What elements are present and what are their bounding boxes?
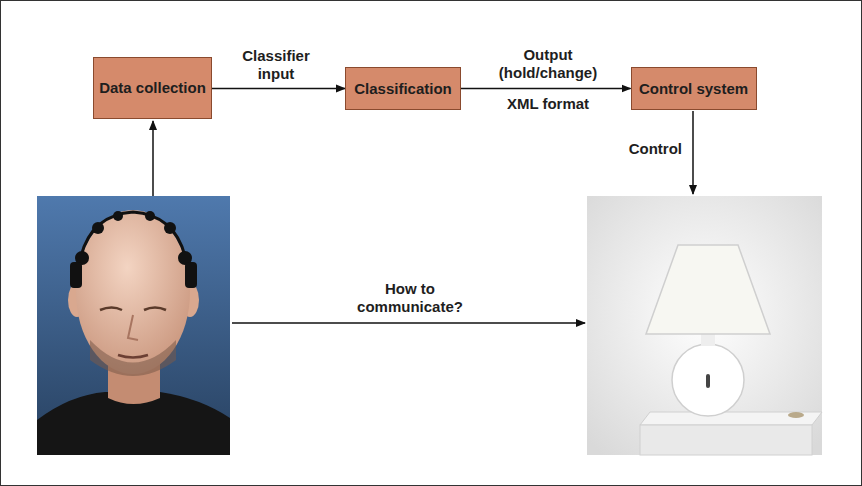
annotation-label: XML format [481,95,615,113]
box-label: Control system [639,80,748,98]
edge-label: Classifier input [228,47,324,83]
pedestal [640,425,812,455]
mouth [118,355,148,358]
communicate-arrow [232,322,585,324]
edge-label: Output (hold/change) [484,46,612,82]
annotation-label: How to communicate? [338,280,482,316]
electrode [92,222,104,234]
box-label: Classification [354,80,452,98]
process-box: Data collection [93,57,212,119]
lamp-slot [706,374,710,388]
photo-background [587,196,822,455]
person-photo [37,196,230,455]
coin [788,412,804,418]
pedestal-top [640,412,822,425]
annotation-label: Control [590,140,684,158]
headset-pad [185,262,197,288]
headset-pad [70,262,82,288]
flow-arrow [461,88,631,90]
flow-arrow [212,88,345,90]
lamp-shade [646,245,770,334]
process-box: Control system [631,67,757,110]
beard [90,340,176,376]
eye [144,308,166,311]
photo-background [37,196,230,455]
eye [100,308,122,311]
control-arrow [692,111,694,194]
lamp-base [672,344,744,416]
process-box: Classification [345,67,461,110]
nose [128,315,138,340]
headset-band [80,212,186,260]
electrode [164,222,176,234]
electrode [145,211,155,221]
electrode [113,211,123,221]
input-arrow [152,121,154,196]
lamp-photo [587,196,822,455]
box-label: Data collection [99,79,206,97]
